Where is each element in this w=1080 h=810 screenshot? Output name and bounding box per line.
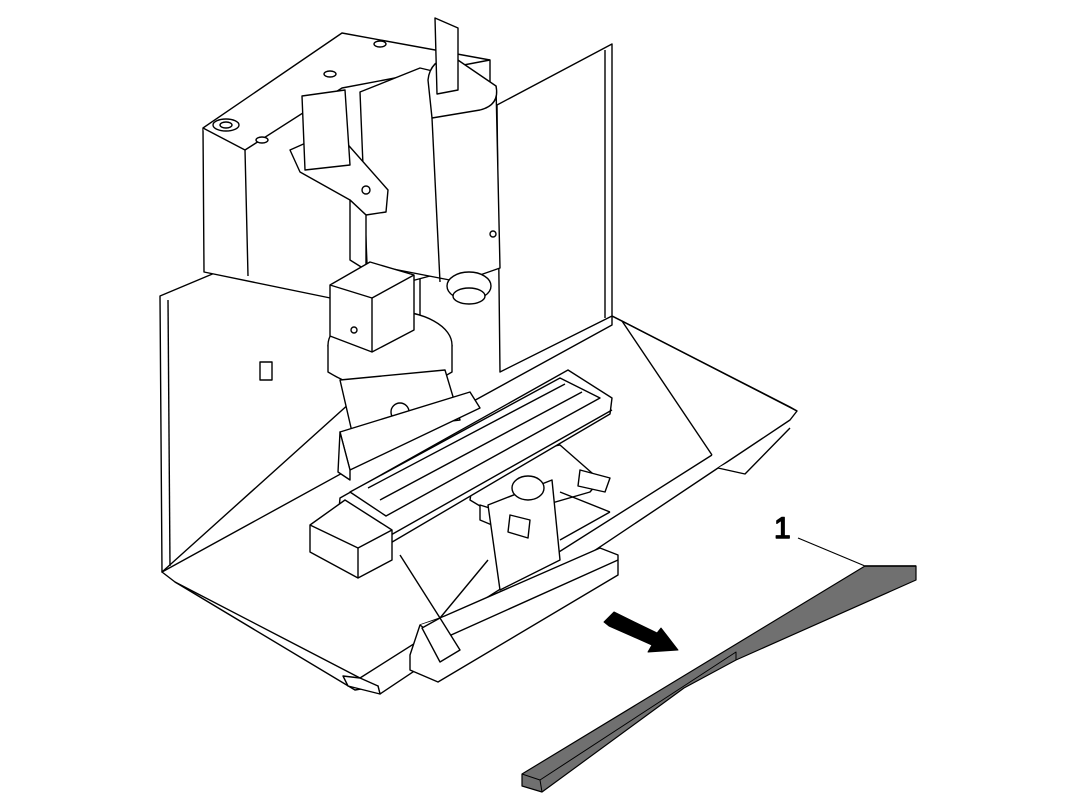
- worktable: [309, 369, 613, 579]
- direction-arrow: [603, 611, 679, 653]
- callout-label-1: 1: [774, 512, 791, 545]
- bracket-arm: [289, 89, 389, 271]
- part-1-strip: [521, 565, 917, 793]
- callout-leader: [797, 537, 866, 567]
- base-cover: [399, 547, 619, 683]
- spindle-head: [359, 17, 501, 305]
- door-latch: [259, 361, 273, 381]
- rear-wall-panel: [496, 43, 613, 373]
